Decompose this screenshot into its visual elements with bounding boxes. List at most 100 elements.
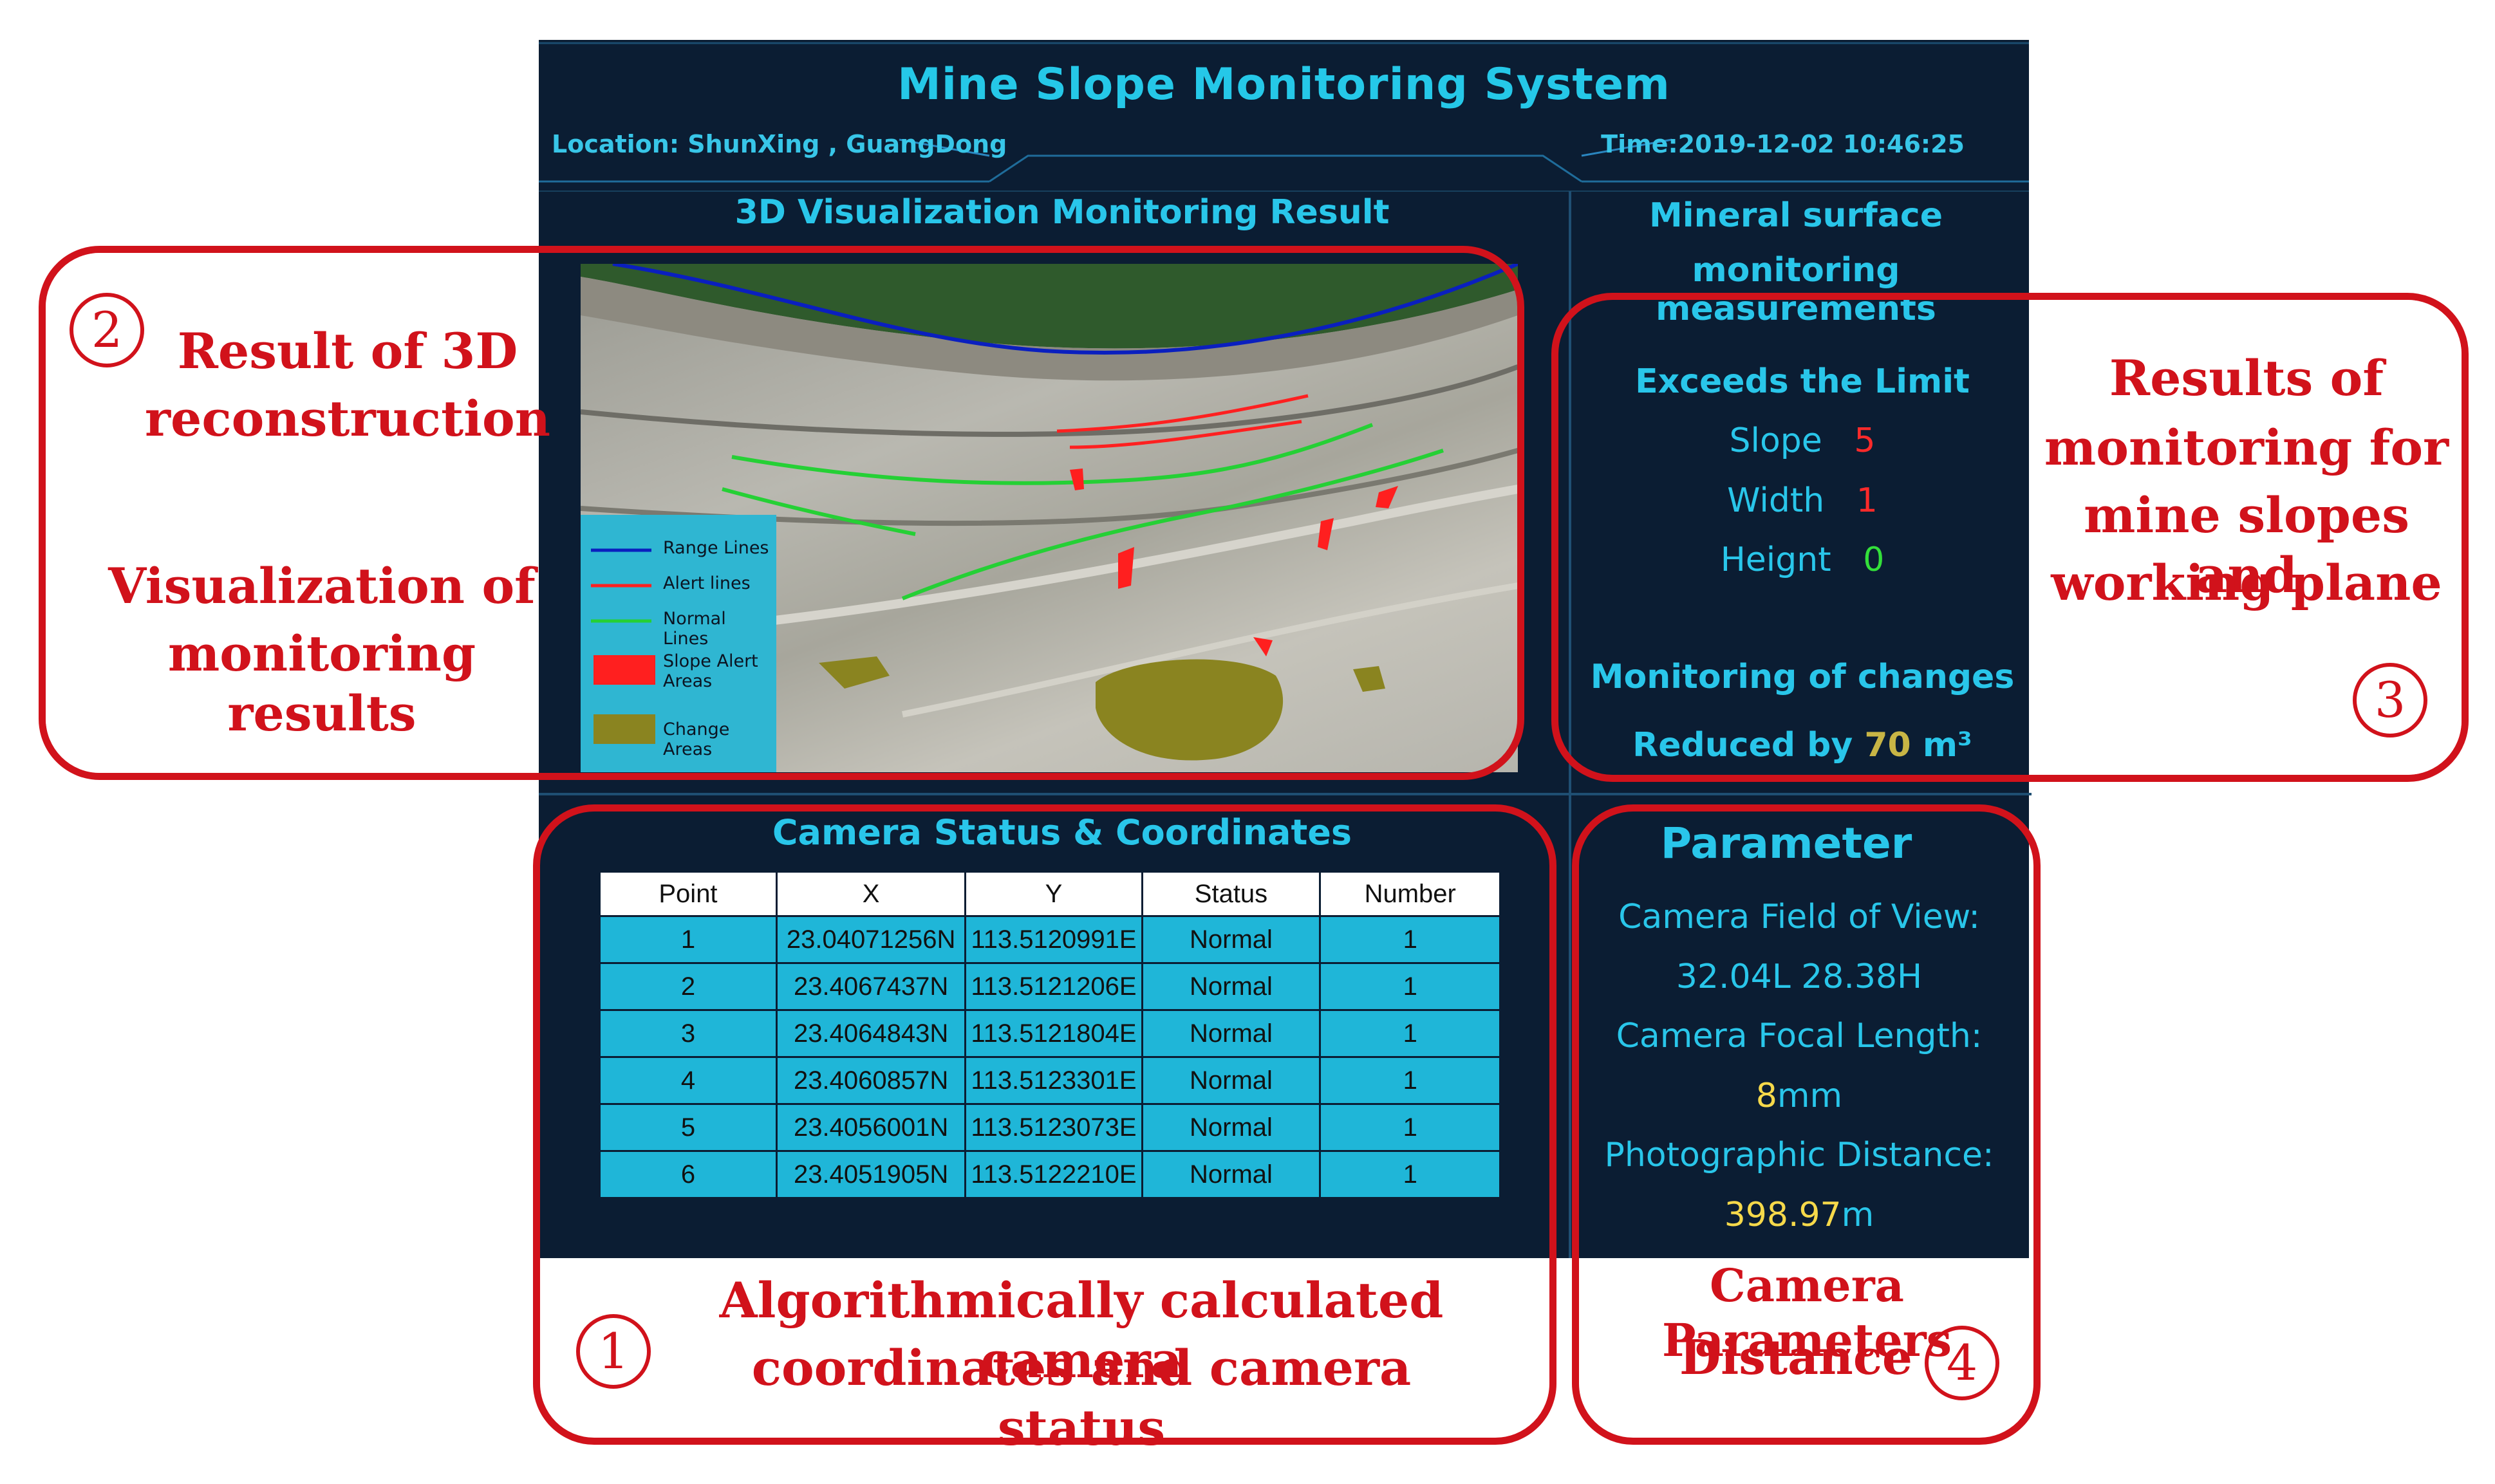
- distance-value: 398.97: [1724, 1196, 1842, 1234]
- annotation-1-line1: Algorithmically calculated camera: [719, 1272, 1444, 1389]
- annotation-3-line2: monitoring for: [2044, 419, 2449, 476]
- cell-number: 1: [1319, 1056, 1501, 1105]
- cell-number: 1: [1319, 1150, 1501, 1199]
- callout-number-1: 1: [576, 1314, 651, 1389]
- callout-number-3: 3: [2353, 663, 2427, 737]
- cell-number: 1: [1319, 962, 1501, 1011]
- cell-status: Normal: [1141, 1150, 1322, 1199]
- distance-label: Photographic Distance:: [1604, 1136, 1994, 1174]
- legend-change-areas: Change Areas: [663, 719, 730, 759]
- cell-number: 1: [1319, 1009, 1501, 1058]
- slope-row: Slope 5: [1699, 422, 1905, 460]
- cell-y: 113.5120991E: [964, 915, 1143, 964]
- cell-y: 113.5123073E: [964, 1103, 1143, 1152]
- callout-2: [39, 246, 1524, 780]
- divider-horizontal: [539, 793, 2032, 795]
- range-line: [612, 264, 1518, 355]
- cell-y: 113.5121804E: [964, 1009, 1143, 1058]
- reconstruction-image: Range Lines Alert lines Normal Lines Slo…: [581, 264, 1518, 772]
- slope-alert-area: [1253, 637, 1273, 656]
- visualization-title: 3D Visualization Monitoring Result: [734, 193, 1390, 232]
- annotation-3-line4: working plane: [2051, 554, 2442, 611]
- reduced-unit: m³: [1922, 726, 1972, 765]
- cell-point: 2: [599, 962, 778, 1011]
- reconstruction-overlay: [581, 264, 1518, 761]
- normal-line: [722, 487, 916, 536]
- alert-line: [1056, 394, 1309, 433]
- camera-table-title: Camera Status & Coordinates: [772, 812, 1352, 853]
- exceeds-limit-title: Exceeds the Limit: [1635, 362, 1970, 401]
- annotation-3-line3: mine slopes and: [2084, 487, 2409, 604]
- change-area: [1096, 659, 1284, 761]
- annotation-2-line2: reconstruction: [144, 390, 550, 447]
- col-y: Y: [964, 871, 1143, 917]
- cell-x: 23.04071256N: [775, 915, 967, 964]
- table-row: 5 23.4056001N 113.5123073E Normal 1: [599, 1103, 1501, 1152]
- slope-alert-area: [1070, 468, 1084, 490]
- annotation-band: [539, 1258, 2029, 1438]
- width-label: Width: [1727, 481, 1825, 520]
- slope-label: Slope: [1729, 422, 1822, 460]
- mineral-title-1: Mineral surface: [1649, 196, 1943, 235]
- width-value: 1: [1856, 481, 1878, 520]
- annotation-4-line2: Distance: [1679, 1330, 1912, 1386]
- focal-value: 8: [1755, 1077, 1777, 1115]
- cell-status: Normal: [1141, 915, 1322, 964]
- annotation-2-line3: Visualization of: [108, 557, 536, 615]
- parameter-title: Parameter: [1660, 819, 1912, 868]
- col-x: X: [775, 871, 967, 917]
- cell-point: 3: [599, 1009, 778, 1058]
- table-row: 1 23.04071256N 113.5120991E Normal 1: [599, 915, 1501, 964]
- cell-point: 1: [599, 915, 778, 964]
- col-number: Number: [1319, 871, 1501, 917]
- width-row: Width 1: [1699, 481, 1905, 520]
- table-row: 6 23.4051905N 113.5122210E Normal 1: [599, 1150, 1501, 1199]
- callout-1: [533, 804, 1556, 1445]
- cell-status: Normal: [1141, 962, 1322, 1011]
- alert-line: [1069, 420, 1302, 449]
- map-legend: Range Lines Alert lines Normal Lines Slo…: [581, 515, 776, 772]
- cell-point: 4: [599, 1056, 778, 1105]
- height-label: Heignt: [1720, 541, 1831, 579]
- cell-status: Normal: [1141, 1009, 1322, 1058]
- header-frame: [539, 42, 2029, 192]
- fov-value: 32.04L 28.38H: [1676, 958, 1923, 996]
- cell-point: 6: [599, 1150, 778, 1199]
- height-row: Heignt 0: [1699, 541, 1905, 579]
- fov-label: Camera Field of View:: [1618, 898, 1980, 936]
- app-title: Mine Slope Monitoring System: [897, 59, 1670, 110]
- focal-unit: mm: [1777, 1077, 1843, 1115]
- cell-number: 1: [1319, 1103, 1501, 1152]
- callout-number-4: 4: [1925, 1326, 1999, 1400]
- callout-4: [1572, 804, 2041, 1445]
- camera-table: Point X Y Status Number 1 23.04071256N 1…: [599, 871, 1501, 1199]
- change-area: [819, 656, 890, 689]
- reduced-row: Reduced by 70 m³: [1571, 726, 2034, 765]
- height-value: 0: [1863, 541, 1885, 579]
- legend-slope-alert-areas: Slope Alert Areas: [663, 651, 758, 691]
- callout-3: [1551, 293, 2469, 782]
- cell-number: 1: [1319, 915, 1501, 964]
- legend-range-lines: Range Lines: [663, 538, 769, 558]
- legend-alert-lines: Alert lines: [663, 573, 751, 593]
- table-row: 3 23.4064843N 113.5121804E Normal 1: [599, 1009, 1501, 1058]
- annotation-2-line4: monitoring results: [167, 625, 476, 742]
- changes-title: Monitoring of changes: [1590, 658, 2015, 696]
- reduced-label: Reduced by: [1632, 726, 1853, 765]
- slope-alert-area: [1318, 518, 1334, 550]
- slope-value: 5: [1854, 422, 1876, 460]
- focal-label: Camera Focal Length:: [1616, 1017, 1983, 1055]
- annotation-2-line1: Result of 3D: [177, 322, 518, 380]
- reduced-value: 70: [1864, 726, 1911, 765]
- cell-status: Normal: [1141, 1103, 1322, 1152]
- normal-line: [731, 423, 1374, 485]
- cell-y: 113.5122210E: [964, 1150, 1143, 1199]
- cell-x: 23.4056001N: [775, 1103, 967, 1152]
- distance-row: 398.97m: [1567, 1196, 2031, 1234]
- col-status: Status: [1141, 871, 1322, 917]
- callout-number-2: 2: [70, 293, 144, 367]
- cell-y: 113.5121206E: [964, 962, 1143, 1011]
- cell-x: 23.4060857N: [775, 1056, 967, 1105]
- col-point: Point: [599, 871, 778, 917]
- slope-alert-area: [1118, 547, 1134, 589]
